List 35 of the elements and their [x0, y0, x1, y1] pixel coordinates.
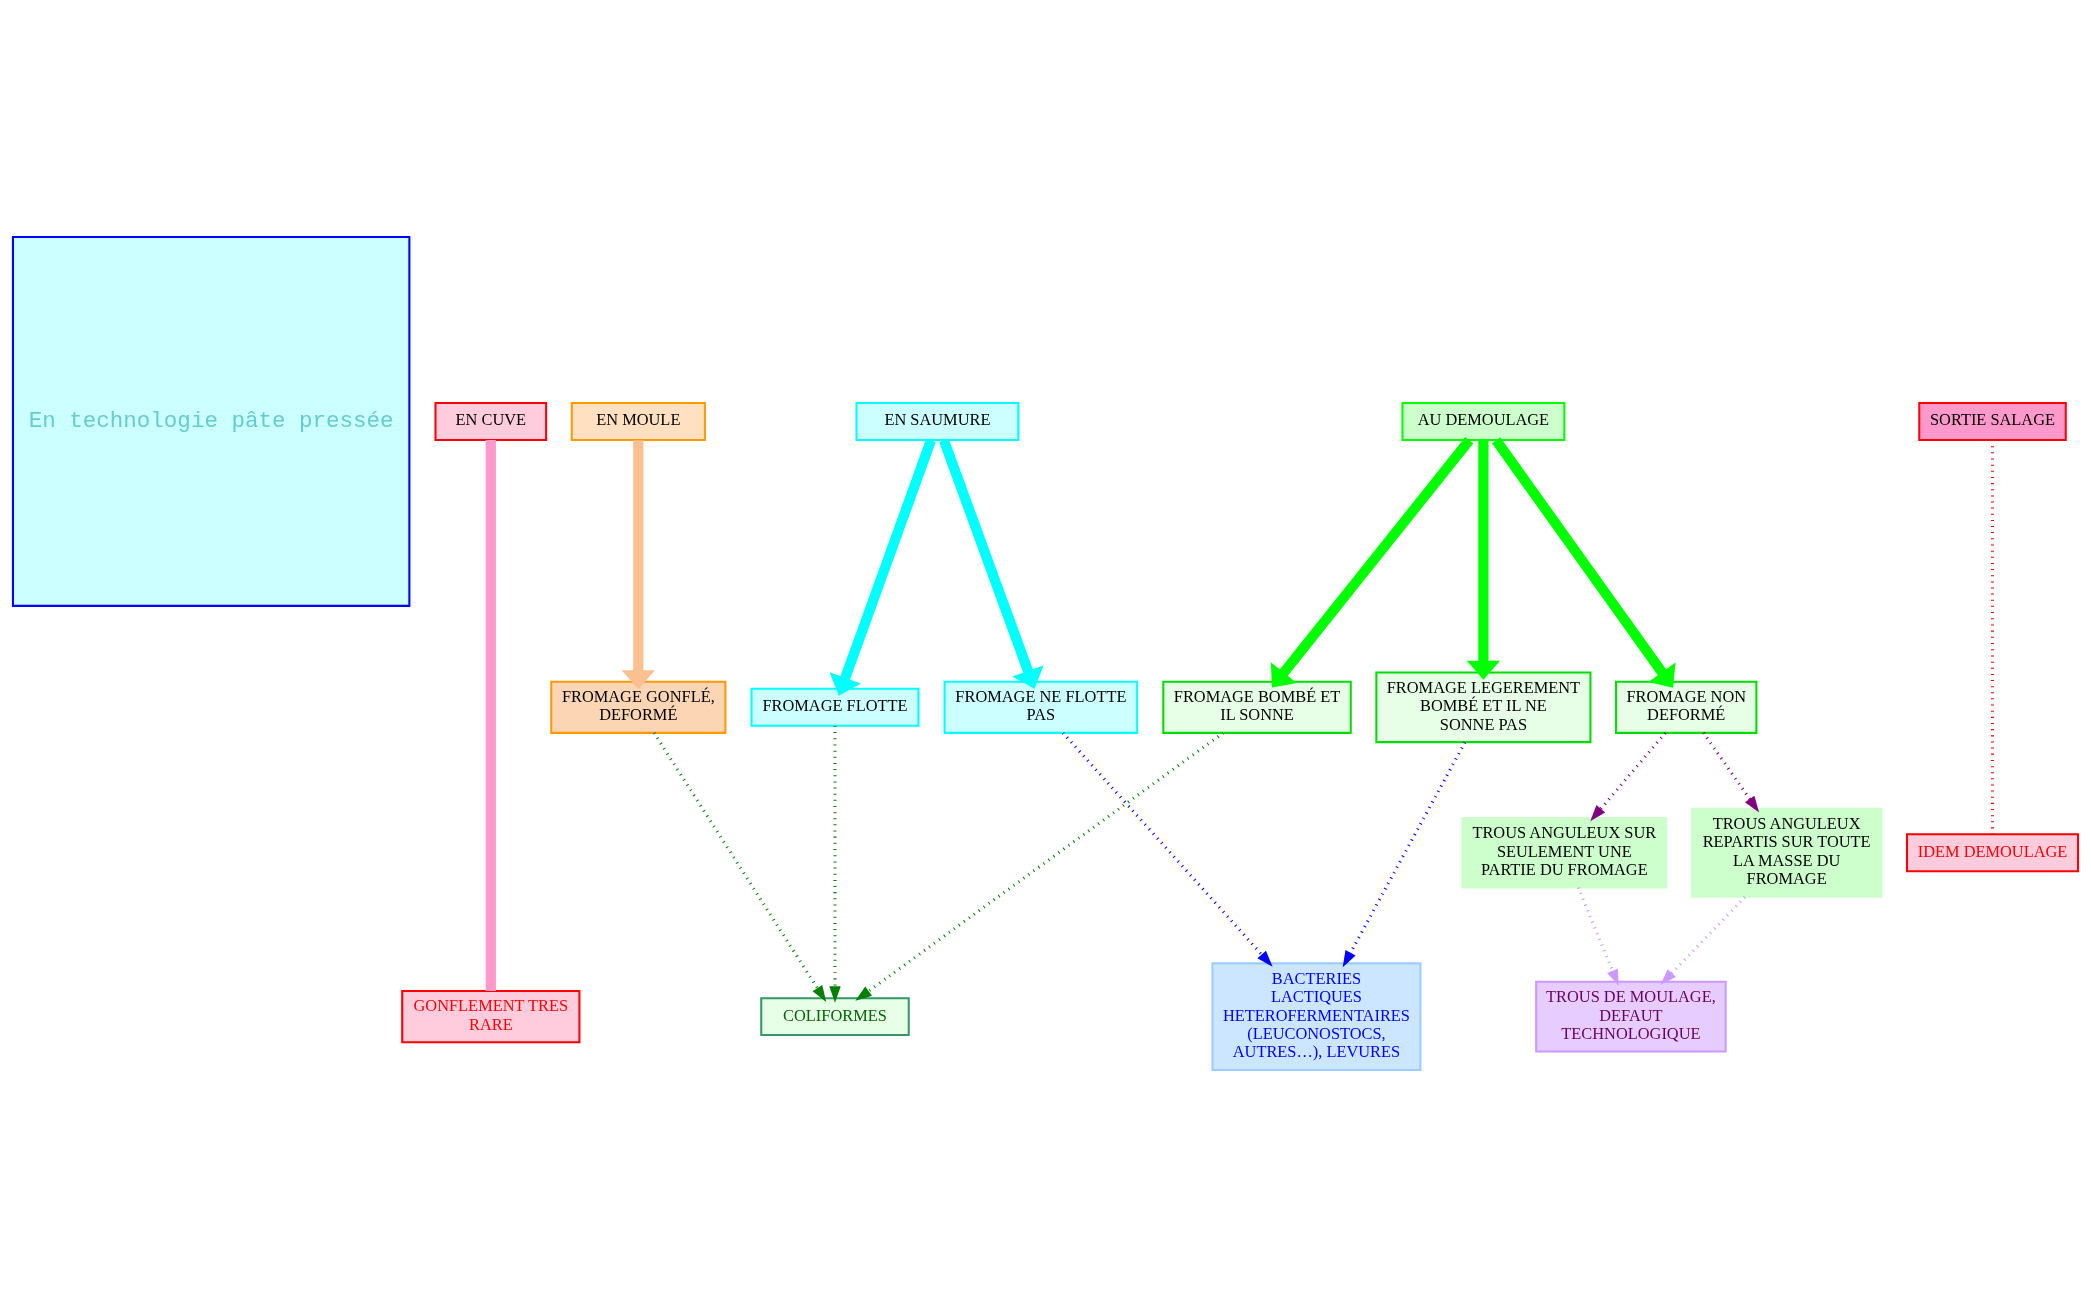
arrow	[855, 731, 1225, 1001]
node-box: FROMAGE NE FLOTTE PAS	[943, 680, 1139, 734]
node-box: GONFLEMENT TRES RARE	[401, 989, 581, 1043]
connector	[485, 439, 496, 991]
node-box: AU DEMOULAGE	[1401, 401, 1566, 441]
arrow	[1660, 895, 1746, 985]
node-box: EN SAUMURE	[855, 401, 1020, 441]
node-box: COLIFORMES	[760, 996, 910, 1036]
node-box: FROMAGE BOMBÉ ET IL SONNE	[1162, 680, 1352, 734]
node-box: FROMAGE LEGEREMENT BOMBÉ ET IL NE SONNE PAS	[1375, 670, 1592, 743]
arrow	[1061, 731, 1273, 967]
node-box: TROUS ANGULEUX REPARTIS SUR TOUTE LA MASSE DU FROMAGE	[1690, 807, 1883, 898]
arrow	[1576, 886, 1619, 986]
node-box: FROMAGE GONFLÉ, DEFORMÉ	[550, 680, 727, 734]
node-box: SORTIE SALAGE	[1918, 401, 2067, 441]
arrow	[1590, 731, 1667, 821]
node-box: TROUS DE MOULAGE, DEFAUT TECHNOLOGIQUE	[1535, 980, 1727, 1052]
arrow	[829, 725, 841, 1003]
arrow	[1466, 439, 1501, 680]
node-box: BACTERIES LACTIQUES HETEROFERMENTAIRES (LEUCONOSTOCS, AUTRES…), LEVURES	[1211, 961, 1422, 1071]
arrow	[621, 439, 655, 689]
node-box: FROMAGE FLOTTE	[750, 687, 920, 727]
arrow	[1491, 436, 1676, 688]
arrow	[652, 731, 827, 1002]
node-box: TROUS ANGULEUX SUR SEULEMENT UNE PARTIE DU FROMAGE	[1461, 816, 1668, 889]
arrow	[829, 438, 936, 696]
arrow	[1270, 436, 1474, 688]
arrow	[939, 438, 1044, 689]
arrow	[1702, 731, 1760, 812]
arrow	[1342, 741, 1467, 967]
node-box: EN MOULE	[570, 401, 706, 441]
node-box: En technologie pâte pressée	[11, 235, 411, 607]
node-box: EN CUVE	[434, 401, 548, 441]
node-box: FROMAGE NON DEFORMÉ	[1615, 680, 1758, 734]
node-box: IDEM DEMOULAGE	[1905, 832, 2080, 872]
